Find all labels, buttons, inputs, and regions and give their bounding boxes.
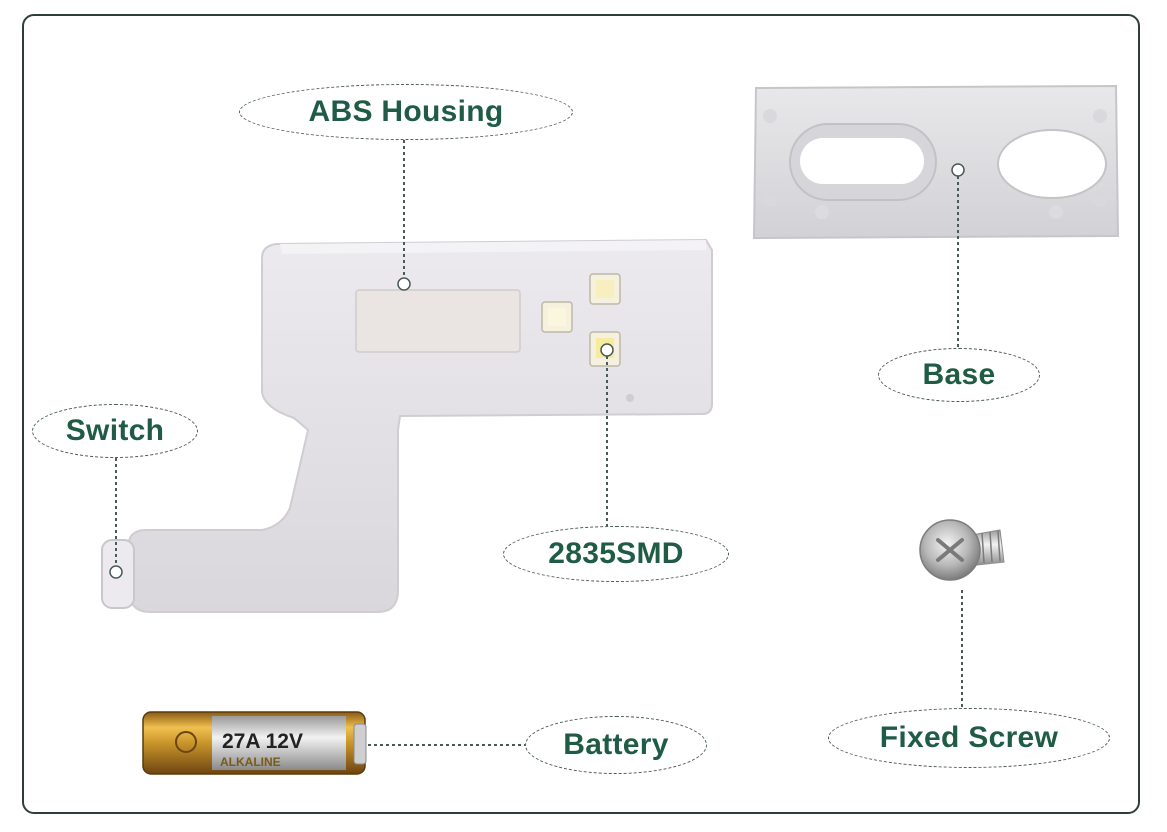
led-chip xyxy=(589,273,621,305)
battery-model-text: 27A 12V xyxy=(222,730,303,753)
abs-housing-label: ABS Housing xyxy=(308,95,504,128)
hinge-light-housing xyxy=(101,238,713,613)
base-label: Base xyxy=(922,358,996,391)
switch-label: Switch xyxy=(65,414,165,447)
fixed-screw-label: Fixed Screw xyxy=(879,721,1059,754)
smd-callout: 2835SMD xyxy=(503,526,729,582)
switch-callout: Switch xyxy=(32,404,198,458)
battery-callout: Battery xyxy=(525,716,707,774)
fixed-screw-callout: Fixed Screw xyxy=(828,708,1110,768)
battery: 27A 12V ALKALINE xyxy=(142,711,367,775)
abs-housing-anchor xyxy=(397,277,411,291)
base-callout: Base xyxy=(878,348,1040,402)
smd-label: 2835SMD xyxy=(548,537,684,570)
battery-label: Battery xyxy=(563,728,669,761)
base-anchor xyxy=(951,163,965,177)
screw xyxy=(919,519,1005,581)
anchor-points xyxy=(109,163,965,579)
switch-anchor xyxy=(109,565,123,579)
smd-anchor xyxy=(600,343,614,357)
abs-housing-callout: ABS Housing xyxy=(239,84,573,140)
base-plate xyxy=(752,84,1120,240)
battery-type-text: ALKALINE xyxy=(220,755,281,769)
led-chip xyxy=(541,301,573,333)
leader-lines xyxy=(115,140,963,746)
